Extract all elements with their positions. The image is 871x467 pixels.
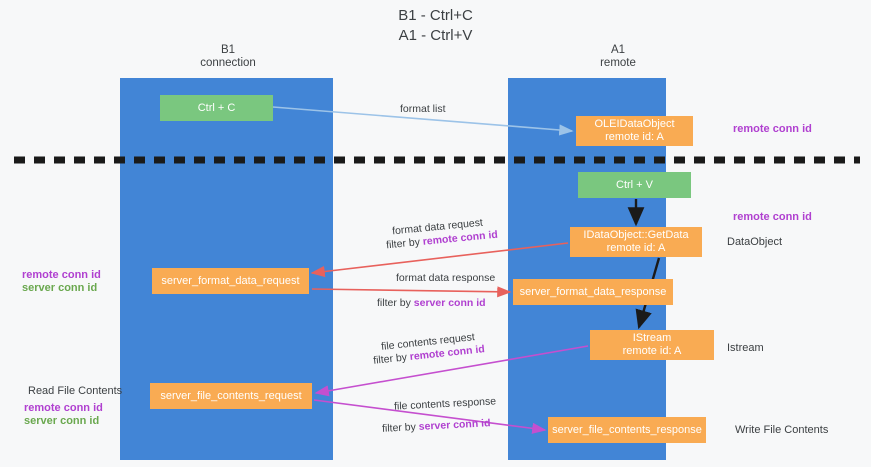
node-ctrl-v[interactable]: Ctrl + V: [578, 172, 691, 198]
label-remote-conn-id-top: remote conn id: [733, 123, 812, 135]
node-ctrl-c[interactable]: Ctrl + C: [160, 95, 273, 121]
filter-key: server conn id: [418, 417, 491, 433]
filter-prefix: filter by: [377, 297, 414, 309]
label-dataobject: DataObject: [727, 236, 783, 248]
edge-format-data-request: [310, 242, 569, 278]
edge-label-format-data-response: format data response: [396, 272, 496, 284]
edge-label-format-data-response-filter: filter by server conn id: [377, 297, 486, 310]
node-server-file-contents-request[interactable]: server_file_contents_request: [150, 383, 312, 409]
filter-prefix: filter by: [385, 235, 424, 252]
diagram-title: B1 - Ctrl+C A1 - Ctrl+V: [398, 7, 473, 44]
lane-heading-b1: B1 connection: [200, 44, 256, 69]
label-remote-conn-id-mid: remote conn id: [733, 211, 812, 223]
lane-heading-a1: A1 remote: [600, 44, 636, 69]
label-left-server-conn-id-mid: server conn id: [22, 282, 98, 294]
label-read-file-contents: Read File Contents: [28, 385, 123, 397]
filter-prefix: filter by: [372, 351, 411, 367]
edge-format-list: [272, 106, 574, 136]
node-ole-idataobject[interactable]: OLEIDataObject remote id: A: [576, 116, 693, 146]
edge-label-format-list: format list: [400, 103, 446, 115]
node-server-format-data-request[interactable]: server_format_data_request: [152, 268, 309, 294]
filter-key: server conn id: [413, 297, 486, 309]
label-write-file-contents: Write File Contents: [735, 424, 829, 436]
edge-file-contents-request: [314, 345, 589, 397]
node-server-format-data-response[interactable]: server_format_data_response: [513, 279, 673, 305]
label-istream: Istream: [727, 342, 764, 354]
node-istream[interactable]: IStream remote id: A: [590, 330, 714, 360]
edge-format-data-response: [311, 286, 512, 298]
filter-prefix: filter by: [381, 420, 420, 435]
label-left-remote-conn-id-bottom: remote conn id: [24, 402, 103, 414]
label-left-remote-conn-id-mid: remote conn id: [22, 269, 101, 281]
node-server-file-contents-response[interactable]: server_file_contents_response: [548, 417, 706, 443]
label-left-server-conn-id-bottom: server conn id: [24, 415, 100, 427]
edge-file-contents-response: [313, 399, 547, 434]
node-idataobject-getdata[interactable]: IDataObject::GetData remote id: A: [570, 227, 702, 257]
